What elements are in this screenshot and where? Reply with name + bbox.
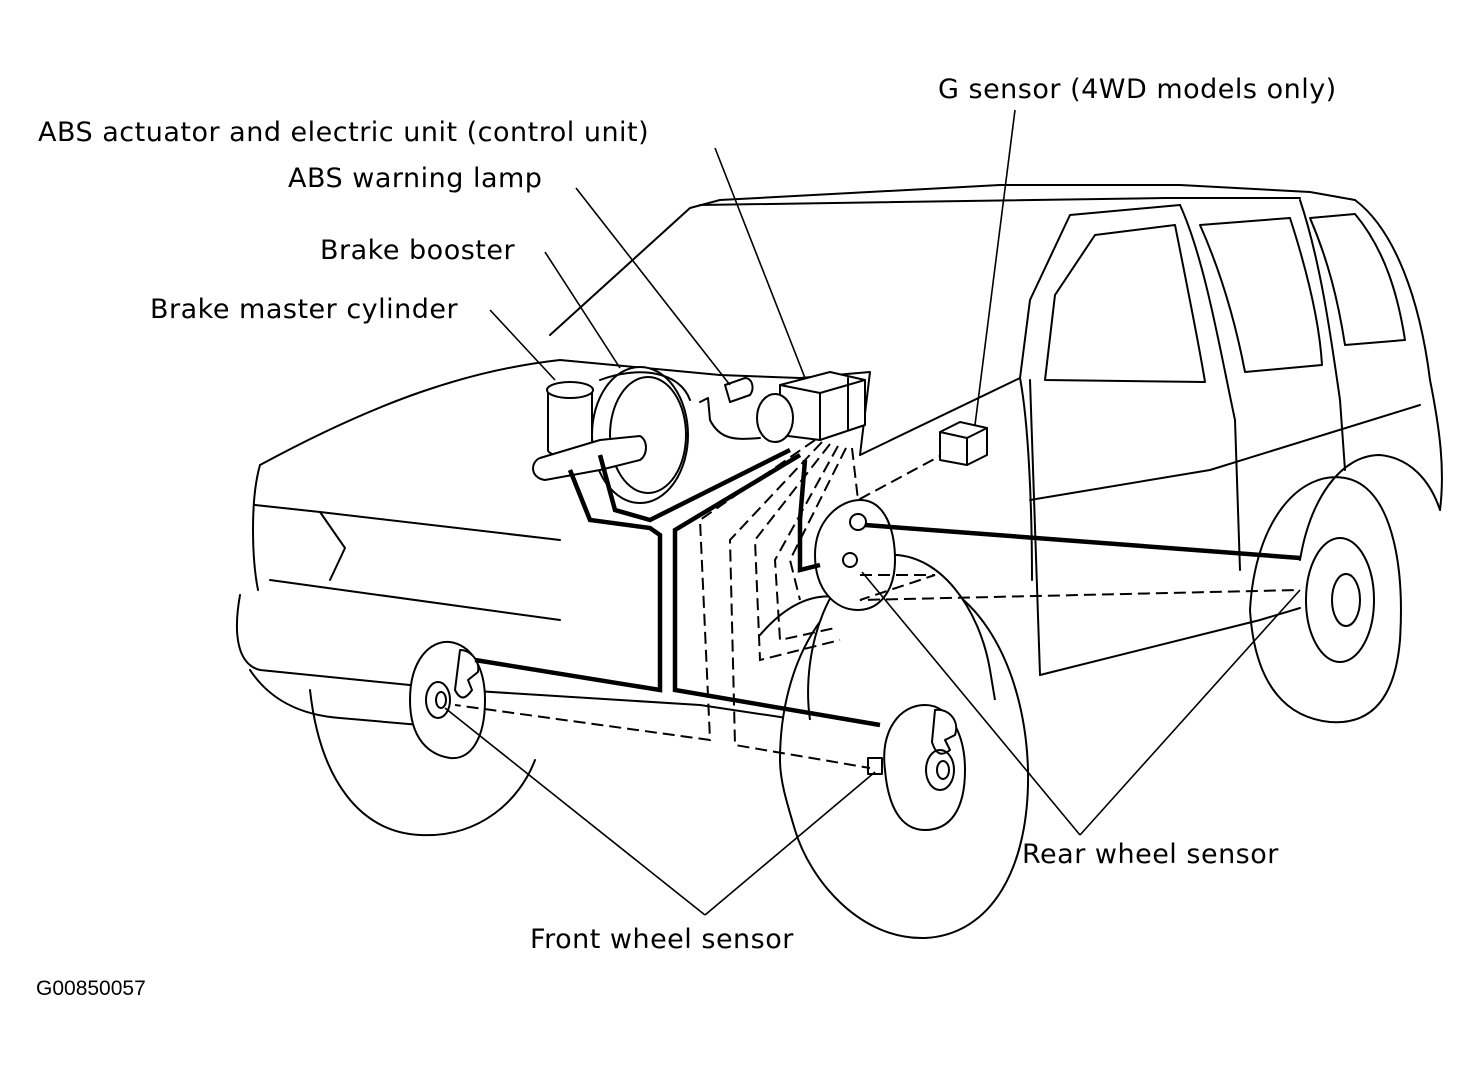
front-wheel-sensor-label: Front wheel sensor <box>530 924 794 955</box>
abs-warning-lamp-label: ABS warning lamp <box>288 163 543 194</box>
rear-brake-disc <box>814 499 896 611</box>
front-brake-disc <box>867 704 966 831</box>
figure-code: G00850057 <box>36 977 146 1000</box>
leader-lines <box>444 109 1301 916</box>
g-sensor-box <box>939 421 988 466</box>
sensor-wiring <box>454 439 1301 769</box>
vehicle-body <box>236 184 1443 742</box>
rear-right-wheel <box>1249 476 1402 724</box>
front-left-brake-disc <box>409 640 486 760</box>
abs-actuator-label: ABS actuator and electric unit (control … <box>38 117 650 148</box>
abs-warning-lamp <box>699 377 761 440</box>
abs-actuator-unit <box>756 371 866 443</box>
rear-wheel-sensor-label: Rear wheel sensor <box>1022 839 1279 870</box>
front-right-wheel <box>309 689 536 837</box>
g-sensor-label: G sensor (4WD models only) <box>938 74 1337 105</box>
brake-booster-label: Brake booster <box>320 235 516 266</box>
hydraulic-lines <box>474 447 1301 728</box>
brake-master-cylinder <box>532 381 647 481</box>
brake-master-cylinder-label: Brake master cylinder <box>150 294 459 325</box>
